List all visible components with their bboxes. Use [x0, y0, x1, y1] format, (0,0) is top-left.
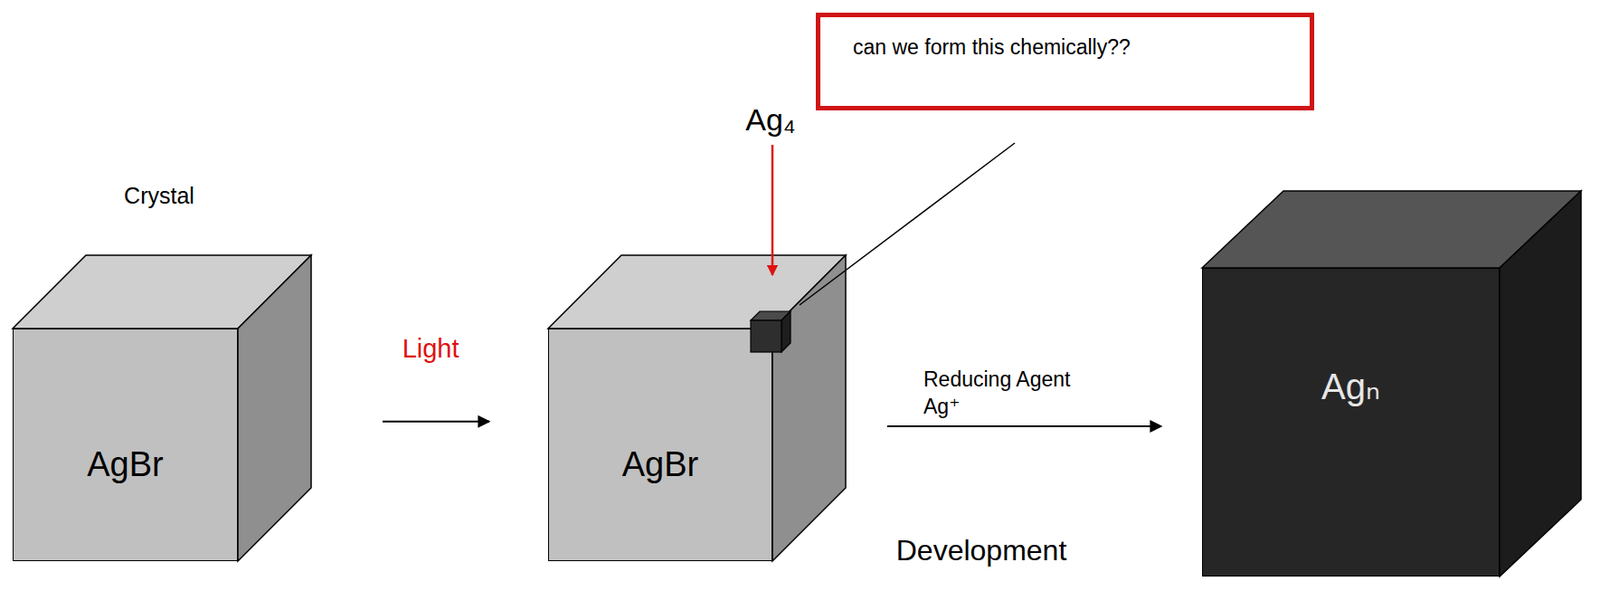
exposed-cube: AgBr: [548, 328, 773, 561]
callout-text: can we form this chemically??: [852, 35, 1131, 59]
cube-label: Agₙ: [1321, 365, 1381, 408]
cluster-top: [750, 311, 791, 321]
leader-line: [799, 142, 1015, 305]
cluster-side: [781, 311, 791, 352]
cluster-front: [750, 320, 782, 352]
cube-side: [1499, 190, 1582, 577]
crystal-cube: CrystalAgBr: [12, 328, 238, 561]
process-arrow: [382, 420, 490, 423]
process-arrow: [887, 425, 1162, 427]
cube-side: [772, 255, 846, 561]
pointer-arrow: [771, 144, 775, 275]
cube-label: AgBr: [86, 444, 163, 485]
silver-cube: Agₙ: [1202, 267, 1500, 577]
arrow-label: Light: [402, 331, 460, 367]
step-label: Development: [896, 533, 1068, 568]
cube-heading: Crystal: [123, 182, 195, 209]
arrow-label: Reducing Agent Ag⁺: [923, 366, 1090, 421]
cluster-label: Ag₄: [745, 102, 796, 138]
question-callout: can we form this chemically??: [815, 12, 1315, 111]
cube-label: AgBr: [622, 444, 699, 485]
cube-side: [237, 255, 312, 561]
